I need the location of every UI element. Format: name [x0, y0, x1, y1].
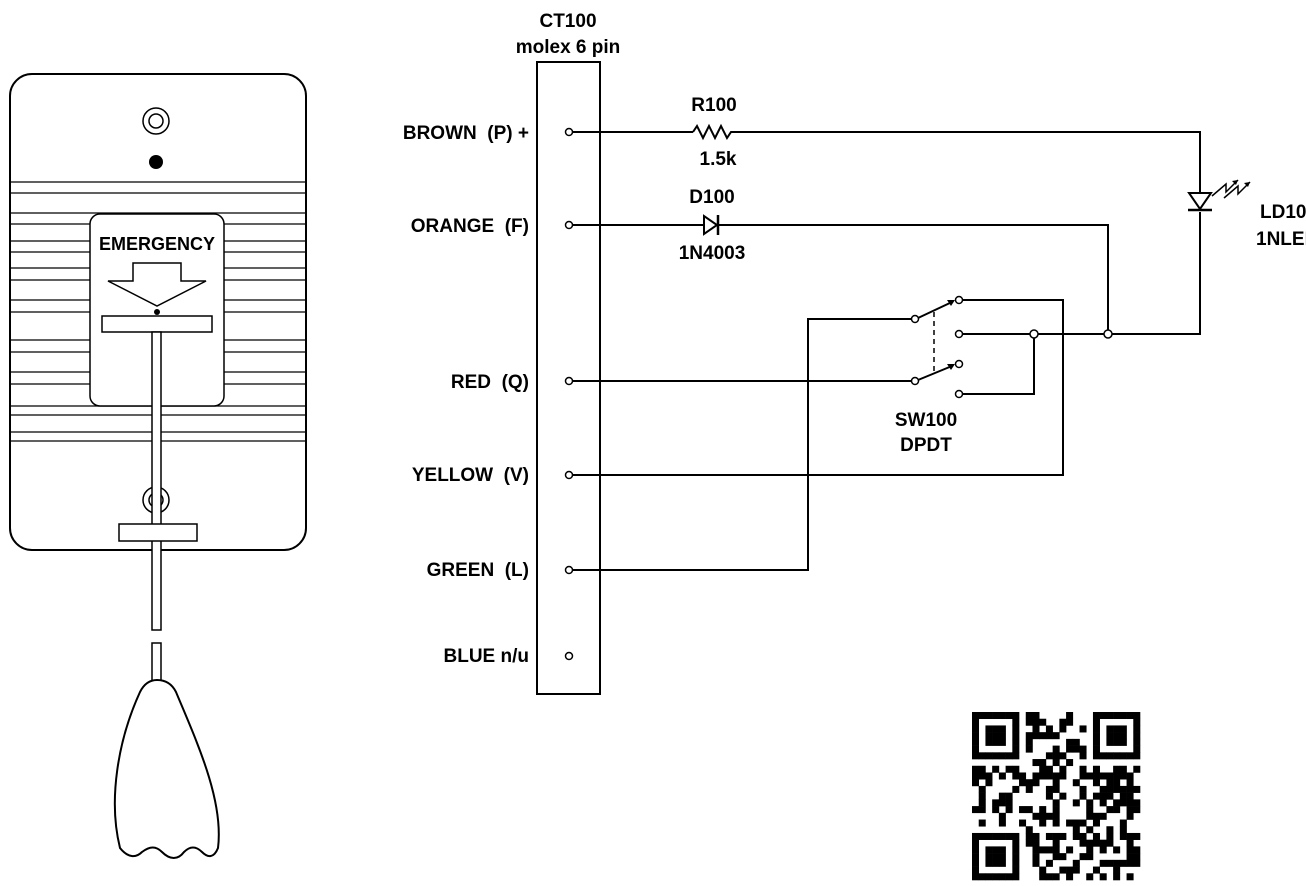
pin-terminal [564, 565, 574, 575]
resistor-ref: R100 [691, 95, 736, 116]
wire-d100-junction [718, 224, 1109, 334]
pin-labels: BROWN (P) + ORANGE (F) RED (Q) YELLOW (V… [403, 123, 529, 667]
led-symbol-icon [1187, 192, 1213, 211]
pin-label-green: GREEN (L) [427, 560, 529, 581]
pin-label-red: RED (Q) [451, 372, 529, 393]
diode-value: 1N4003 [679, 243, 746, 264]
wire-yellow [573, 299, 1064, 476]
diode-symbol-icon [703, 214, 719, 236]
connector-name: CT100 [539, 11, 596, 32]
pin-terminals [564, 127, 574, 661]
connector-ct100: CT100 molex 6 pin [516, 11, 621, 695]
wire-led-junction [1110, 212, 1201, 335]
switch-value: DPDT [900, 435, 952, 456]
qr-code [972, 712, 1141, 881]
led-value: 1NLED [1256, 229, 1306, 250]
switch-sw100: SW100 DPDT [895, 295, 964, 456]
wire-sw-low [962, 334, 1035, 395]
junction-dot [1103, 329, 1113, 339]
led-ref: LD100 [1260, 202, 1306, 223]
resistor-symbol-icon [692, 123, 736, 141]
resistor-value: 1.5k [700, 149, 737, 170]
emergency-pull-device: EMERGENCY [9, 73, 307, 859]
down-arrow-icon [107, 262, 207, 307]
pin-terminal [564, 127, 574, 137]
diode-ref: D100 [689, 187, 734, 208]
pin-terminal [564, 651, 574, 661]
pull-cord [151, 331, 162, 684]
resistor-r100: R100 1.5k [691, 95, 737, 170]
wire-r100-led [736, 131, 1201, 192]
diode-d100: D100 1N4003 [679, 187, 746, 264]
wire-green [573, 318, 912, 571]
pin-label-brown: BROWN (P) + [403, 123, 529, 144]
indicator-led-icon [149, 155, 163, 169]
pin-label-yellow: YELLOW (V) [412, 465, 529, 486]
tassel-handle-icon [113, 678, 220, 859]
pin-terminal [564, 220, 574, 230]
led-ld100: LD100 1NLED [1187, 179, 1306, 250]
connector-type: molex 6 pin [516, 37, 621, 58]
pin-label-orange: ORANGE (F) [411, 216, 529, 237]
switch-ref: SW100 [895, 410, 957, 431]
junctions [1029, 329, 1113, 339]
pin-terminal [564, 376, 574, 386]
pin-terminal [564, 470, 574, 480]
wires [573, 131, 1201, 571]
junction-dot [1029, 329, 1039, 339]
emergency-label: EMERGENCY [99, 234, 215, 254]
pin-label-blue: BLUE n/u [444, 646, 530, 667]
cord-clamp [118, 523, 198, 542]
